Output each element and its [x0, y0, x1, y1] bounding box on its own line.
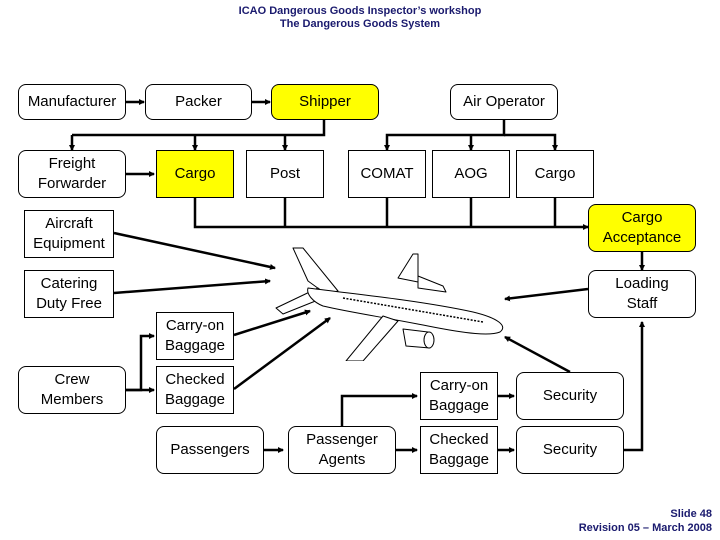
link-crew-carryon	[126, 333, 155, 392]
diagram-title: The Dangerous Goods System	[279, 18, 441, 30]
node-pax-checked-baggage: Checked Baggage	[420, 426, 498, 474]
workshop-title: ICAO Dangerous Goods Inspector’s worksho…	[238, 5, 482, 17]
link-equipment-aircraft	[113, 231, 276, 270]
link-crew-carryon-aircraft	[233, 309, 311, 337]
node-pax-carry-on-baggage: Carry-on Baggage	[420, 372, 498, 420]
node-cargo-acceptance: Cargo Acceptance	[588, 204, 696, 252]
node-post: Post	[246, 150, 324, 198]
link-operator-bus	[384, 120, 506, 151]
node-catering-duty-free: Catering Duty Free	[24, 270, 114, 318]
node-shipper: Shipper	[271, 84, 379, 120]
node-crew-checked-baggage: Checked Baggage	[156, 366, 234, 414]
node-freight-forwarder: Freight Forwarder	[18, 150, 126, 198]
link-crew-checked-aircraft	[233, 316, 331, 391]
node-security-carry-on: Security	[516, 372, 624, 420]
aircraft-icon	[275, 247, 504, 361]
link-shipper-bus	[72, 120, 326, 137]
link-agents-carryon	[340, 393, 418, 426]
node-air-operator: Air Operator	[450, 84, 558, 120]
node-security-checked: Security	[516, 426, 624, 474]
link-loading-aircraft	[504, 287, 589, 302]
node-aircraft-equipment: Aircraft Equipment	[24, 210, 114, 258]
node-crew-carry-on-baggage: Carry-on Baggage	[156, 312, 234, 360]
revision-date: Revision 05 – March 2008	[578, 522, 712, 534]
link-cargo-bus	[193, 198, 589, 230]
slide-number: Slide 48	[670, 508, 712, 520]
link-security-loading	[624, 321, 645, 452]
node-crew-members: Crew Members	[18, 366, 126, 414]
node-cargo-operator: Cargo	[516, 150, 594, 198]
node-aog: AOG	[432, 150, 510, 198]
link-security-aircraft	[504, 335, 571, 374]
node-cargo-shipper: Cargo	[156, 150, 234, 198]
link-catering-aircraft	[113, 278, 271, 295]
node-packer: Packer	[145, 84, 252, 120]
node-comat: COMAT	[348, 150, 426, 198]
node-loading-staff: Loading Staff	[588, 270, 696, 318]
node-passengers: Passengers	[156, 426, 264, 474]
node-manufacturer: Manufacturer	[18, 84, 126, 120]
link-to-cargo-operator	[504, 133, 558, 151]
node-passenger-agents: Passenger Agents	[288, 426, 396, 474]
